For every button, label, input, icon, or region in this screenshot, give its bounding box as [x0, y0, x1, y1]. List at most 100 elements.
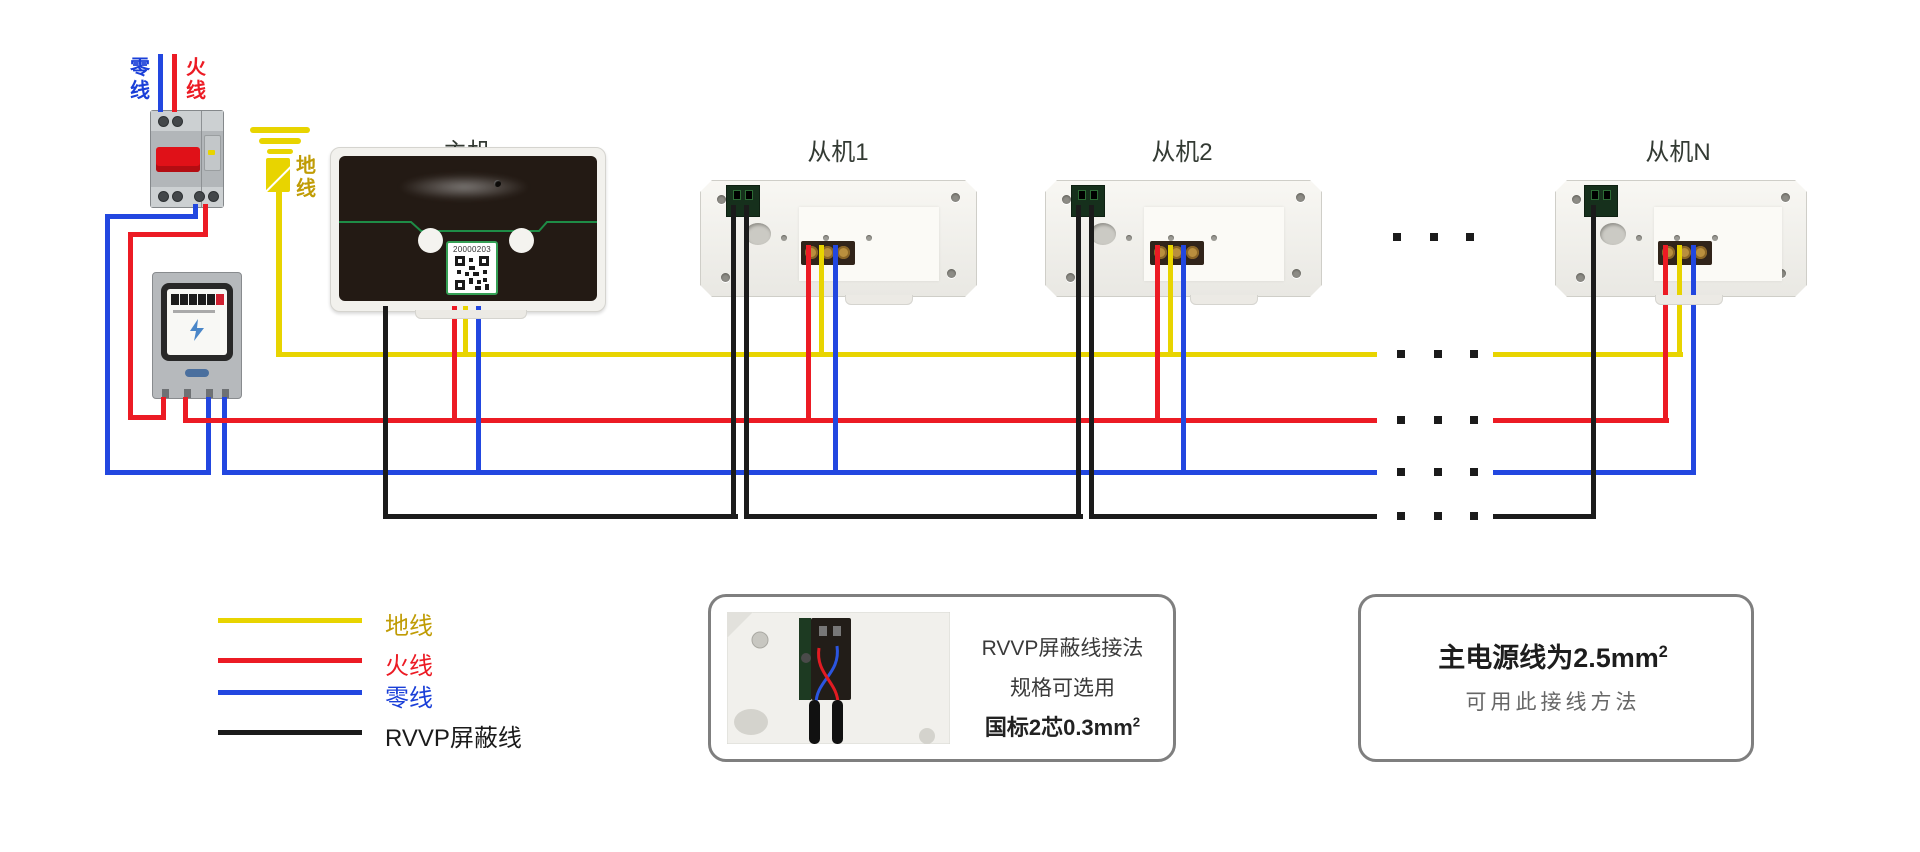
ellipsis-dot	[1434, 512, 1442, 520]
ground-bus-wire	[1493, 352, 1683, 357]
neutral-wire	[105, 214, 110, 475]
slave2-label: 从机2	[1151, 139, 1213, 166]
screw-hole	[1296, 193, 1305, 202]
main-unit-hole	[509, 228, 534, 253]
legend-shield-swatch	[218, 730, 362, 735]
live-wire-label: 火线	[186, 57, 206, 102]
rvvp-box-line1: RVVP屏蔽线接法	[981, 637, 1144, 660]
live-wire	[161, 397, 166, 419]
live-supply-wire	[172, 54, 177, 112]
ellipsis-dot	[1434, 416, 1442, 424]
small-screw	[1168, 235, 1174, 241]
meter-terminal	[206, 389, 213, 398]
small-screw	[781, 235, 787, 241]
slaveN-label: 从机N	[1645, 139, 1711, 166]
slaveN-live-wire	[1663, 245, 1668, 423]
main-unit-mount-tab	[415, 310, 527, 319]
slave2-ground-wire	[1168, 245, 1173, 357]
main-unit-hole	[418, 228, 443, 253]
shield-bus-wire	[1493, 514, 1596, 519]
neutral-wire	[193, 204, 198, 219]
ground-symbol-bar	[250, 127, 310, 133]
rvvp-box-line3: 国标2芯0.3mm2	[955, 710, 1170, 742]
ellipsis-dot	[1393, 233, 1401, 241]
main-live-wire	[452, 306, 457, 423]
small-screw	[1126, 235, 1132, 241]
power-box-line1: 主电源线为2.5mm2	[1360, 636, 1746, 675]
neutral-wire	[105, 470, 211, 475]
mount-hole	[745, 223, 771, 245]
meter-indicator	[185, 369, 209, 377]
slave-mount-tab	[1655, 295, 1723, 305]
ellipsis-dot	[1470, 468, 1478, 476]
slave1-shield-wire-out	[744, 205, 749, 519]
ellipsis-dot	[1466, 233, 1474, 241]
meter-screen	[167, 289, 227, 355]
legend-shield-label: RVVP屏蔽线	[385, 725, 522, 752]
serial-number: 20000203	[453, 245, 491, 254]
meter-terminal	[222, 389, 229, 398]
rvvp-connection-photo	[727, 612, 950, 744]
meter-display-frame	[161, 283, 233, 361]
meter-digits	[171, 294, 224, 305]
main-unit-green-line	[339, 221, 597, 232]
neutral-wire-label: 零线	[130, 57, 150, 102]
small-screw	[1211, 235, 1217, 241]
neutral-wire	[206, 397, 211, 473]
ellipsis-dot	[1434, 468, 1442, 476]
ellipsis-dot	[1397, 512, 1405, 520]
rvvp-terminal	[1584, 185, 1618, 217]
screw-hole	[1576, 273, 1585, 282]
ground-bus-wire	[276, 352, 1377, 357]
screw-hole	[951, 193, 960, 202]
ground-wire-label: 地线	[296, 155, 316, 200]
live-wire	[128, 232, 208, 237]
neutral-wire	[105, 214, 198, 219]
screw-hole	[1572, 195, 1581, 204]
slave1-live-wire	[806, 245, 811, 423]
screw-hole	[721, 273, 730, 282]
ellipsis-dot	[1470, 512, 1478, 520]
screw-hole	[1066, 273, 1075, 282]
breaker-screw	[158, 191, 169, 202]
ground-stake	[266, 158, 290, 192]
breaker-indicator	[208, 150, 215, 155]
meter-text-line	[173, 310, 215, 313]
main-unit-reflection	[399, 174, 529, 200]
power-box-line2: 可用此接线方法	[1465, 691, 1641, 714]
neutral-wire	[222, 397, 227, 475]
breaker-pole-divider	[201, 111, 202, 207]
power-spec-text: 主电源线为2.5mm	[1438, 643, 1659, 673]
ellipsis-dot	[1397, 350, 1405, 358]
shield-bus-wire	[744, 514, 1083, 519]
rvvp-box-line2: 规格可选用	[1010, 677, 1115, 700]
slave2-shield-wire-out	[1089, 205, 1094, 519]
legend-ground-swatch	[218, 618, 362, 623]
ellipsis-dot	[1470, 416, 1478, 424]
legend-ground-label: 地线	[385, 613, 433, 640]
power-info-box	[1358, 594, 1754, 762]
meter-terminal	[162, 389, 169, 398]
rvvp-terminal	[726, 185, 760, 217]
main-shield-wire	[383, 306, 388, 519]
live-wire	[203, 204, 208, 237]
ellipsis-dot	[1434, 350, 1442, 358]
main-unit-sensor	[494, 180, 501, 187]
legend-live-swatch	[218, 658, 362, 663]
mount-hole	[1600, 223, 1626, 245]
slaveN-neutral-wire	[1691, 245, 1696, 475]
small-screw	[1712, 235, 1718, 241]
ground-wire	[276, 190, 282, 355]
main-neutral-wire	[476, 306, 481, 475]
mount-hole	[1090, 223, 1116, 245]
slave1-ground-wire	[819, 245, 824, 357]
small-screw	[1636, 235, 1642, 241]
ellipsis-dot	[1397, 468, 1405, 476]
circuit-breaker	[150, 110, 224, 208]
small-screw	[823, 235, 829, 241]
breaker-screw	[158, 116, 169, 127]
small-screw	[866, 235, 872, 241]
live-wire	[128, 232, 133, 420]
slave2-live-wire	[1155, 245, 1160, 423]
